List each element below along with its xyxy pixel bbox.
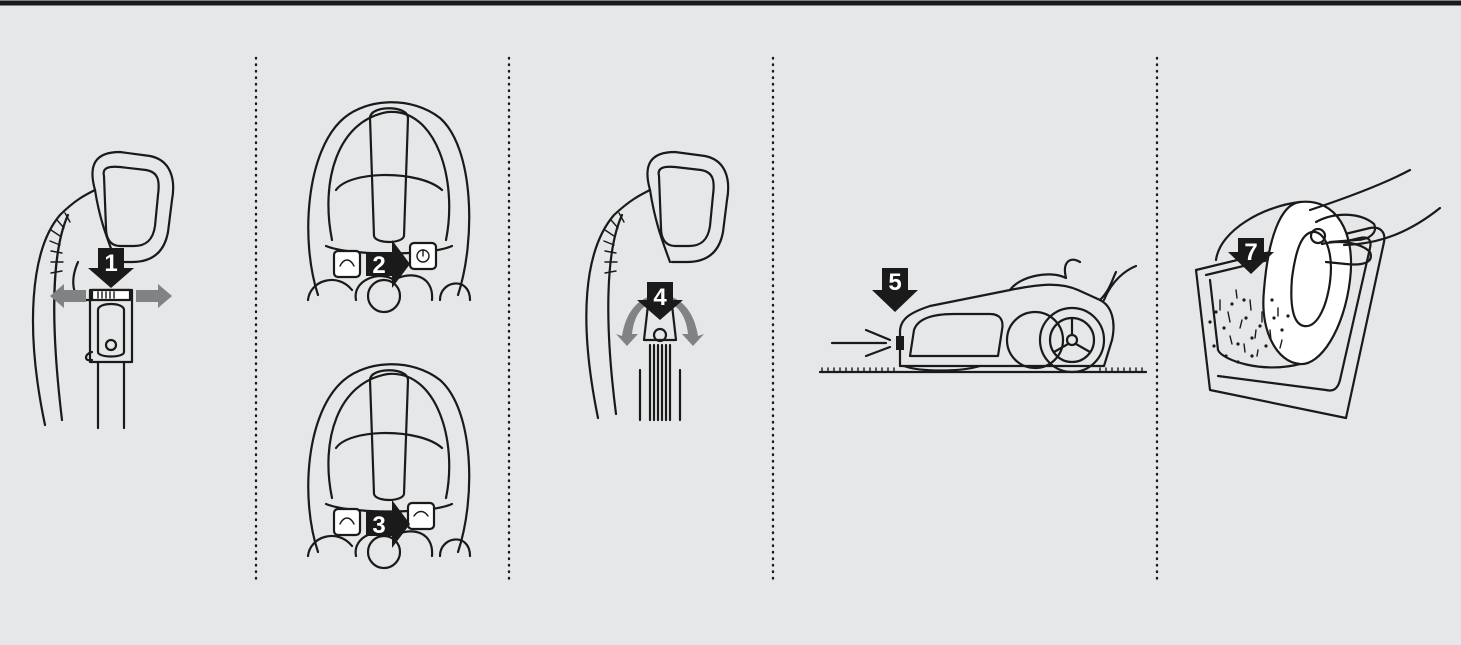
step-3-number: 3 xyxy=(372,512,385,539)
step-7-number: 7 xyxy=(1244,239,1257,266)
panel-separators xyxy=(256,58,1157,582)
panel-7-empty-bin-illustration xyxy=(1196,170,1440,418)
panel-5-floor-nozzle-illustration xyxy=(820,260,1146,372)
step-5-marker: 5 xyxy=(872,268,918,312)
step-1-number: 1 xyxy=(104,250,117,277)
light-beam-icon xyxy=(832,330,890,356)
step-5-number: 5 xyxy=(888,269,901,296)
panel-2-top-view-illustration xyxy=(308,102,470,312)
step-1-marker: 1 xyxy=(88,248,134,288)
panel-1-handle-illustration xyxy=(33,152,173,428)
panel-3-top-view-illustration xyxy=(308,364,470,568)
arrow-right-icon xyxy=(136,284,172,308)
step-4-marker: 4 xyxy=(637,282,683,320)
step-2-number: 2 xyxy=(372,252,385,279)
step-4-number: 4 xyxy=(653,284,667,311)
